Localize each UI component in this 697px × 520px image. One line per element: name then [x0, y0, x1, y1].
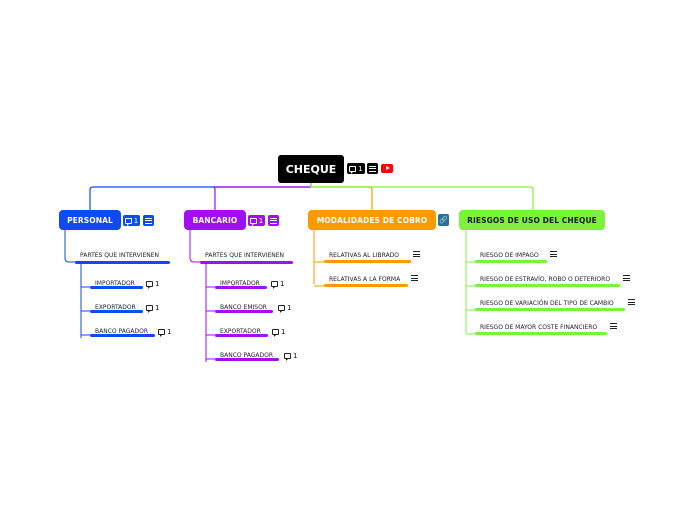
underline	[90, 334, 155, 337]
modalidades-item-label[interactable]: RELATIVAS A LA FORMA	[329, 276, 401, 283]
connector-bancario	[212, 186, 311, 210]
bancario-group-label[interactable]: PARTES QUE INTERVIENEN	[205, 252, 285, 259]
root-label: CHEQUE	[285, 162, 337, 176]
underline	[475, 332, 607, 335]
riesgos-item-label[interactable]: RIESGO DE IMPAGO	[480, 252, 539, 259]
bancario-item-label[interactable]: IMPORTADOR	[220, 280, 260, 287]
comment-icon	[146, 305, 153, 313]
personal-item-label[interactable]: BANCO PAGADOR	[95, 328, 149, 335]
notes-icon[interactable]	[367, 163, 378, 174]
underline	[215, 286, 267, 289]
notes-icon[interactable]	[268, 215, 279, 226]
comment-badge[interactable]: 1	[271, 280, 284, 289]
notes-icon[interactable]	[143, 215, 154, 226]
notes-icon[interactable]	[623, 275, 630, 281]
personal-item-label[interactable]: EXPORTADOR	[95, 304, 136, 311]
underline	[90, 286, 143, 289]
underline	[475, 308, 625, 311]
underline	[75, 261, 170, 264]
riesgos-item-label[interactable]: RIESGO DE MAYOR COSTE FINANCIERO	[480, 324, 598, 331]
notes-icon[interactable]	[550, 251, 557, 257]
branch-modalidades[interactable]: MODALIDADES DE COBRO	[308, 210, 436, 230]
link-icon[interactable]: 🔗	[438, 214, 449, 226]
comment-badge[interactable]: 1	[284, 352, 297, 361]
comment-icon	[158, 329, 165, 337]
comment-badge[interactable]: 1	[278, 304, 291, 313]
branch-personal[interactable]: PERSONAL	[59, 210, 121, 230]
comment-icon	[146, 281, 153, 289]
branch-modalidades-label: MODALIDADES DE COBRO	[316, 215, 428, 225]
root-node[interactable]: CHEQUE	[278, 155, 344, 183]
underline	[215, 310, 273, 313]
comment-icon	[349, 165, 357, 174]
branch-personal-label: PERSONAL	[67, 215, 113, 225]
modalidades-item-label[interactable]: RELATIVAS AL LIBRADO	[329, 252, 400, 259]
comment-icon	[272, 329, 279, 337]
notes-icon[interactable]	[610, 323, 617, 329]
underline	[215, 358, 279, 361]
comment-icon	[284, 353, 291, 361]
bancario-item-label[interactable]: BANCO EMISOR	[220, 304, 267, 311]
bancario-item-label[interactable]: EXPORTADOR	[220, 328, 261, 335]
comment-icon	[124, 217, 132, 226]
underline	[90, 310, 143, 313]
bancario-comment-badge[interactable]: 1	[248, 215, 265, 226]
underline	[215, 334, 268, 337]
connector-riesgos	[310, 183, 534, 210]
underline	[324, 260, 411, 263]
comment-icon	[271, 281, 278, 289]
notes-icon[interactable]	[628, 299, 635, 305]
notes-icon[interactable]	[413, 251, 420, 257]
underline	[200, 261, 293, 264]
branch-bancario-label: BANCARIO	[192, 215, 238, 225]
connector-modalidades	[311, 186, 373, 210]
branch-bancario[interactable]: BANCARIO	[184, 210, 246, 230]
riesgos-item-label[interactable]: RIESGO DE VARIACIÓN DEL TIPO DE CAMBIO	[480, 300, 614, 307]
comment-icon	[278, 305, 285, 313]
riesgos-item-label[interactable]: RIESGO DE ESTRAVÍO, ROBO O DETERIORO	[480, 276, 611, 283]
underline	[324, 284, 408, 287]
underline	[475, 284, 620, 287]
branch-riesgos-label: RIESGOS DE USO DEL CHEQUE	[467, 215, 597, 225]
notes-icon[interactable]	[411, 275, 418, 281]
root-comment-badge[interactable]: 1	[347, 163, 365, 174]
comment-icon	[249, 217, 257, 226]
youtube-icon[interactable]	[381, 164, 393, 173]
comment-badge[interactable]: 1	[146, 304, 159, 313]
personal-group-label[interactable]: PARTES QUE INTERVIENEN	[80, 252, 160, 259]
branch-riesgos[interactable]: RIESGOS DE USO DEL CHEQUE	[459, 210, 605, 230]
underline	[475, 260, 547, 263]
comment-badge[interactable]: 1	[272, 328, 285, 337]
personal-comment-badge[interactable]: 1	[123, 215, 140, 226]
comment-badge[interactable]: 1	[146, 280, 159, 289]
personal-item-label[interactable]: IMPORTADOR	[95, 280, 135, 287]
comment-badge[interactable]: 1	[158, 328, 171, 337]
bancario-item-label[interactable]: BANCO PAGADOR	[220, 352, 274, 359]
